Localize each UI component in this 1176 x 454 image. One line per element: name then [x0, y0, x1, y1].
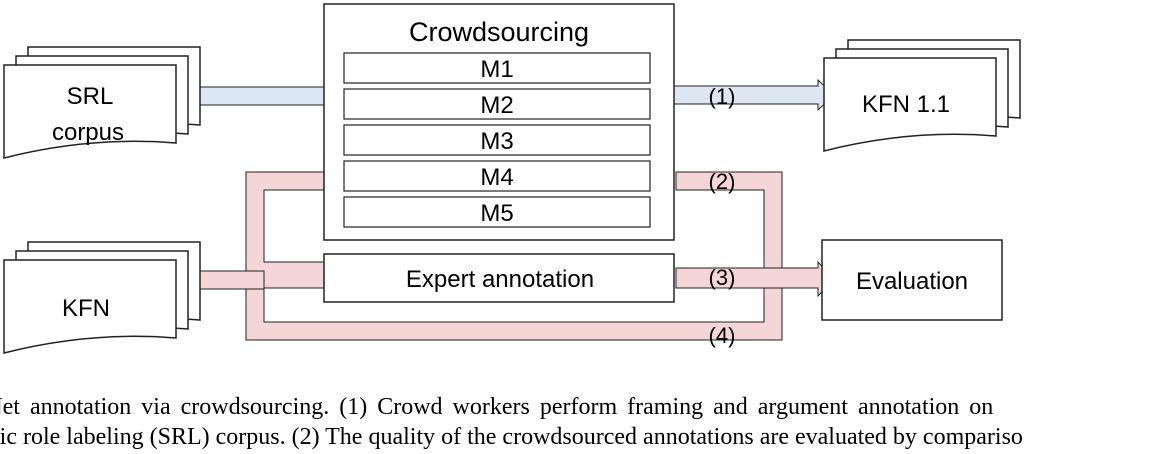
- method-m3-label: M3: [480, 128, 513, 155]
- corpus-label: corpus: [52, 119, 124, 146]
- pipeline-diagram: SRL corpus KFN KFN 1.1 Crowdsourcing M1 …: [3, 3, 1021, 354]
- srl-label: SRL: [67, 83, 114, 110]
- kfn-output-stack: KFN 1.1: [823, 39, 1021, 152]
- path-label-1: (1): [709, 84, 736, 109]
- method-box-m1: [343, 52, 651, 84]
- method-box-m2: [343, 88, 651, 120]
- pink-paths: [191, 171, 835, 341]
- method-box-m4: [343, 160, 651, 192]
- caption-line-1: meNet annotation via crowdsourcing. (1) …: [0, 394, 994, 420]
- method-m1-label: M1: [480, 56, 513, 83]
- expert-label: Expert annotation: [406, 266, 594, 293]
- method-m5-label: M5: [480, 200, 513, 227]
- caption-line-2: tic role labeling (SRL) corpus. (2) The …: [0, 424, 1023, 450]
- path-label-4: (4): [709, 323, 736, 348]
- srl-corpus-stack: SRL corpus: [3, 46, 201, 159]
- method-m4-label: M4: [480, 164, 513, 191]
- method-m2-label: M2: [480, 92, 513, 119]
- expert-annotation-box: Expert annotation: [323, 253, 675, 303]
- crowdsourcing-box: Crowdsourcing M1 M2 M3 M4 M5: [323, 3, 675, 241]
- evaluation-label: Evaluation: [856, 268, 968, 295]
- method-box-m5: [343, 196, 651, 228]
- kfn-label: KFN: [62, 295, 110, 322]
- path-label-3: (3): [709, 265, 736, 290]
- path-label-2: (2): [709, 169, 736, 194]
- crowdsourcing-title: Crowdsourcing: [409, 17, 589, 47]
- kfn-stack: KFN: [3, 241, 201, 354]
- evaluation-box: Evaluation: [821, 239, 1003, 321]
- method-box-m3: [343, 124, 651, 156]
- kfn-output-label: KFN 1.1: [862, 91, 950, 118]
